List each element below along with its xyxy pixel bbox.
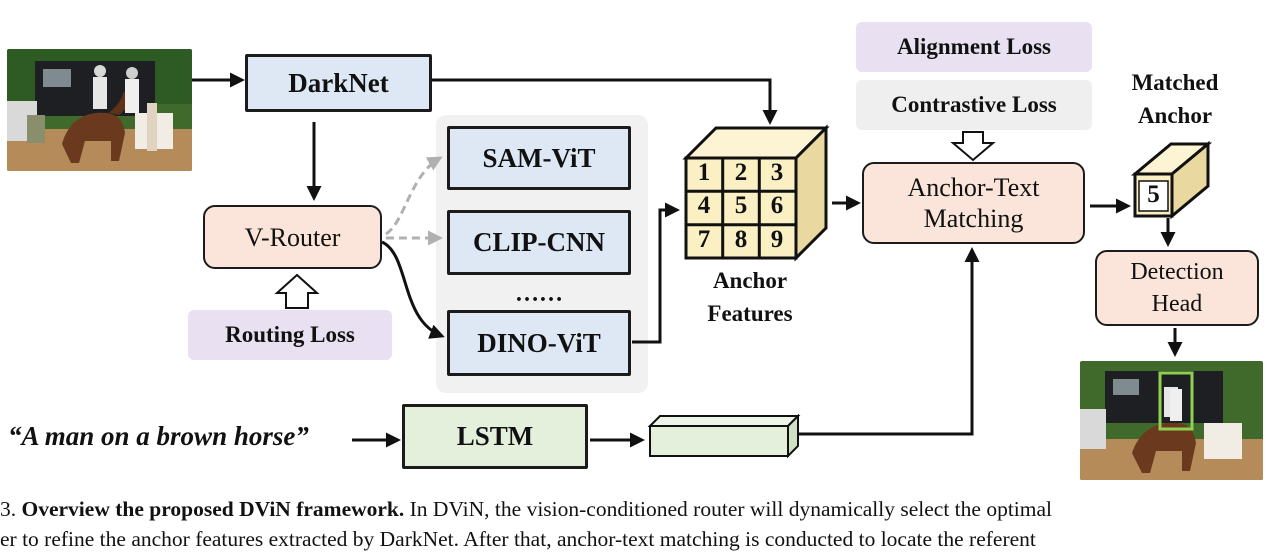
clip-cnn-box: CLIP-CNN (447, 210, 631, 275)
hollow-arrow-contrastive-loss (950, 131, 996, 162)
caption-prefix: 3. (0, 497, 22, 521)
anchor-cell-7: 7 (697, 226, 711, 253)
caption-line1-rest: In DViN, the vision-conditioned router w… (404, 497, 1053, 521)
routing-loss-box: Routing Loss (188, 310, 392, 360)
matched-anchor-cube (1130, 140, 1213, 220)
matched-anchor-number: 5 (1147, 181, 1160, 208)
arrow-text-feature-to-matching (798, 247, 980, 436)
anchor-text-matching-line2: Matching (923, 204, 1024, 233)
anchor-features-label-line2: Features (707, 301, 793, 326)
input-image-illustration (7, 49, 192, 171)
figure-caption-line1: 3. Overview the proposed DViN framework.… (0, 494, 1280, 524)
matched-anchor-label-line1: Matched (1131, 70, 1219, 95)
anchor-cell-5: 5 (734, 192, 748, 219)
anchor-cell-8: 8 (734, 226, 748, 253)
query-text: “A man on a brown horse” (8, 421, 309, 451)
anchor-text-matching-line1: Anchor-Text (907, 173, 1040, 202)
anchor-cell-2: 2 (734, 159, 748, 186)
anchor-cell-9: 9 (770, 226, 784, 253)
hollow-arrow-routing-loss (274, 273, 320, 309)
anchor-features-label: Anchor Features (680, 264, 820, 330)
figure-caption-line2: er to refine the anchor features extract… (0, 527, 1036, 551)
arrow-dinovit-to-anchor-features (632, 202, 680, 344)
v-router-box: V-Router (203, 205, 382, 269)
anchor-cell-4: 4 (697, 192, 711, 219)
anchor-features-label-line1: Anchor (712, 268, 788, 293)
sam-vit-box: SAM-ViT (447, 126, 631, 190)
dino-vit-box: DINO-ViT (447, 310, 631, 376)
detection-head-line1: Detection (1130, 259, 1224, 285)
anchor-cell-6: 6 (770, 192, 784, 219)
anchor-cell-1: 1 (697, 159, 711, 186)
text-feature-bar (647, 413, 801, 459)
encoder-ellipsis: …… (515, 281, 563, 307)
detection-head-line2: Head (1151, 291, 1203, 317)
arrow-darknet-to-anchor-features (432, 78, 778, 125)
anchor-text-matching-box: Anchor-Text Matching (862, 162, 1085, 244)
matched-anchor-label: Matched Anchor (1100, 66, 1250, 132)
anchor-features-cube (682, 124, 830, 262)
contrastive-loss-box: Contrastive Loss (856, 80, 1092, 130)
detection-head-box: Detection Head (1095, 250, 1259, 326)
darknet-box: DarkNet (245, 54, 432, 112)
matched-anchor-label-line2: Anchor (1137, 103, 1213, 128)
output-image (1080, 361, 1263, 480)
arrow-vrouter-to-samvit-dashed (385, 156, 443, 236)
output-image-illustration (1080, 361, 1263, 480)
lstm-box: LSTM (402, 404, 588, 469)
anchor-cell-3: 3 (770, 159, 784, 186)
alignment-loss-box: Alignment Loss (856, 22, 1092, 72)
input-image (7, 49, 192, 171)
caption-bold-title: Overview the proposed DViN framework. (21, 497, 405, 521)
arrow-vrouter-to-dinovit (381, 240, 445, 339)
